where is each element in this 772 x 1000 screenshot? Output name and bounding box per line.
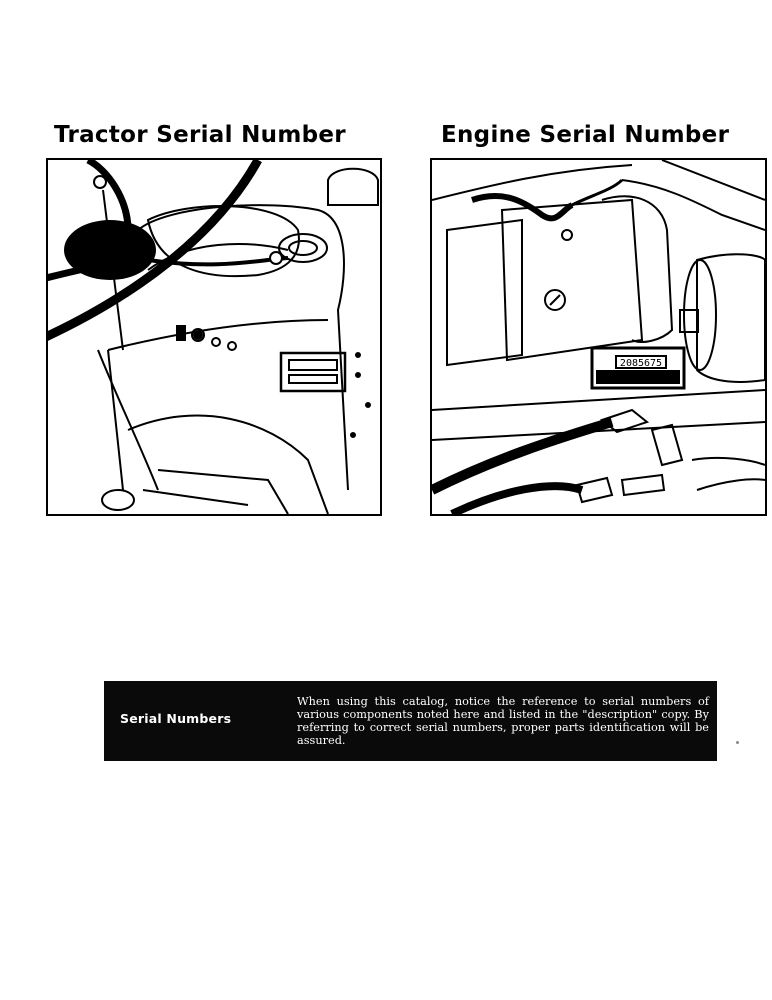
- engine-plate-number: 2085675: [620, 358, 662, 369]
- notice-text: When using this catalog, notice the refe…: [297, 695, 709, 747]
- page-speck: [736, 741, 739, 744]
- engine-starter-figure: 2085675: [430, 158, 767, 516]
- tractor-serial-heading: Tractor Serial Number: [54, 122, 346, 148]
- tractor-dashboard-illustration-icon: [48, 160, 379, 514]
- engine-serial-heading: Engine Serial Number: [441, 122, 730, 148]
- serial-numbers-notice: Serial Numbers When using this catalog, …: [104, 681, 717, 761]
- engine-starter-illustration-icon: 2085675: [432, 160, 765, 514]
- tractor-dashboard-figure: [46, 158, 382, 516]
- notice-title: Serial Numbers: [120, 711, 232, 726]
